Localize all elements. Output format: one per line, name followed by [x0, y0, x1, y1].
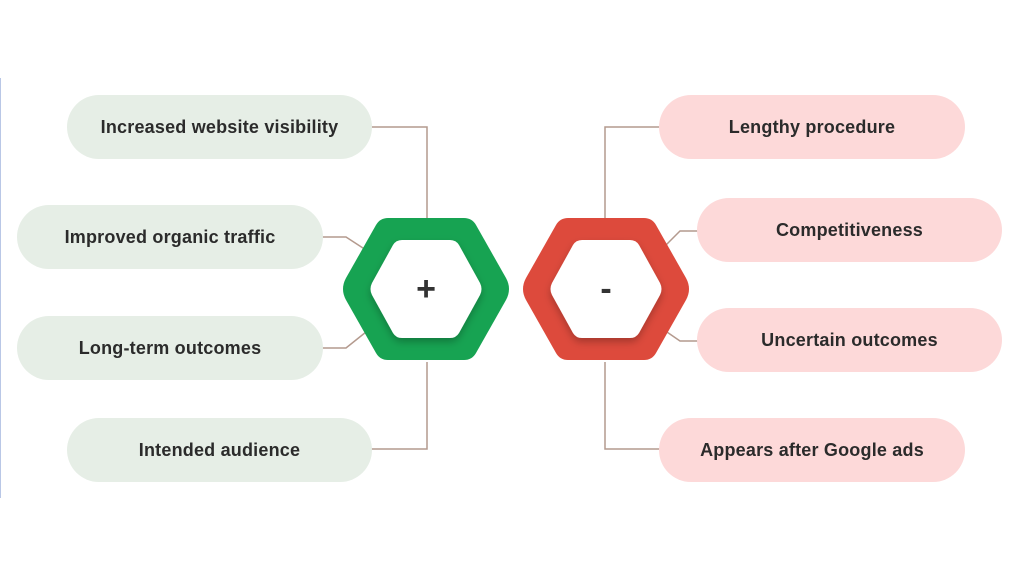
pro-item-2-label: Improved organic traffic: [64, 226, 276, 247]
cons-hexagon: [523, 218, 689, 360]
connector-con-3: [663, 329, 698, 342]
connector-pro-4: [370, 362, 428, 450]
pro-item-1-label: Increased website visibility: [100, 116, 339, 137]
con-item-3-label: Uncertain outcomes: [761, 329, 938, 350]
minus-symbol: -: [600, 270, 612, 308]
con-item-3: Uncertain outcomes: [697, 308, 1002, 372]
pros-hexagon: [343, 218, 509, 360]
connector-con-4: [604, 362, 660, 450]
pro-item-4-label: Intended audience: [138, 439, 301, 460]
connector-pro-1: [370, 126, 428, 218]
con-item-2: Competitiveness: [697, 198, 1002, 262]
connector-con-1: [604, 126, 660, 218]
edge-line: [0, 78, 1, 498]
pro-item-4: Intended audience: [67, 418, 372, 482]
con-item-4-label: Appears after Google ads: [700, 439, 924, 460]
plus-symbol: +: [416, 270, 436, 308]
con-item-1: Lengthy procedure: [659, 95, 965, 159]
pro-item-2: Improved organic traffic: [17, 205, 323, 269]
con-item-4: Appears after Google ads: [659, 418, 965, 482]
con-item-2-label: Competitiveness: [775, 219, 924, 240]
connector-pro-3: [321, 331, 367, 349]
connector-pro-2: [321, 236, 367, 251]
connector-con-2: [663, 230, 698, 248]
con-item-1-label: Lengthy procedure: [728, 116, 896, 137]
pro-item-3-label: Long-term outcomes: [78, 337, 262, 358]
pro-item-1: Increased website visibility: [67, 95, 372, 159]
pro-item-3: Long-term outcomes: [17, 316, 323, 380]
